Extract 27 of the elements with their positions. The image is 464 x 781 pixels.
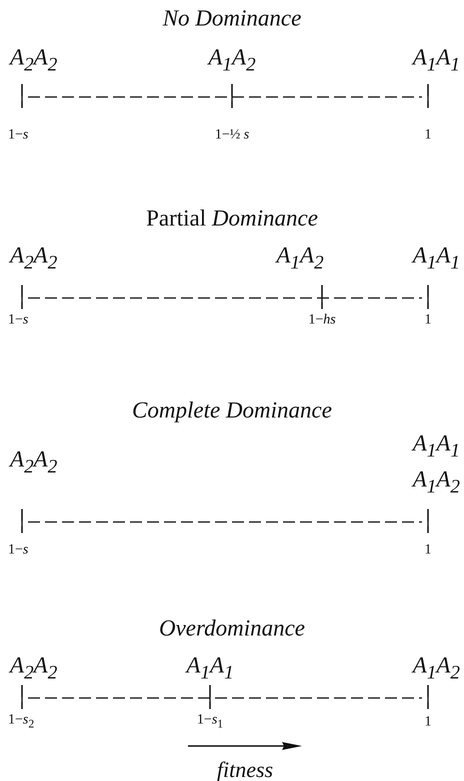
genotype-label: A$_{1}$A$_{2}$ bbox=[208, 44, 256, 76]
fitness-value: 1 bbox=[424, 312, 432, 328]
fitness-value: 1−s$_{2}$ bbox=[8, 712, 34, 732]
genotype-label: A$_{1}$A$_{1}$ bbox=[186, 652, 234, 684]
genotype-label: A$_{1}$A$_{2}$ bbox=[412, 466, 460, 498]
genotype-label: A$_{2}$A$_{2}$ bbox=[10, 242, 58, 274]
fitness-value: 1−½ s bbox=[214, 127, 250, 143]
fitness-value: 1−s bbox=[8, 542, 28, 558]
genotype-label: A$_{2}$A$_{2}$ bbox=[10, 652, 58, 684]
genotype-label: A$_{1}$A$_{2}$ bbox=[276, 242, 324, 274]
genotype-label: A$_{1}$A$_{1}$ bbox=[412, 242, 460, 274]
title: No Dominance bbox=[162, 5, 302, 31]
genotype-label: A$_{2}$A$_{2}$ bbox=[10, 44, 58, 76]
fitness-value: 1−s bbox=[8, 127, 28, 143]
fitness-value: 1−s bbox=[8, 312, 28, 328]
genotype-label: A$_{1}$A$_{2}$ bbox=[412, 652, 460, 684]
title: Complete Dominance bbox=[132, 397, 332, 423]
fitness-value: 1 bbox=[424, 714, 432, 730]
genotype-label: A$_{1}$A$_{1}$ bbox=[412, 44, 460, 76]
title: Overdominance bbox=[158, 615, 306, 641]
genotype-label: A$_{2}$A$_{2}$ bbox=[10, 446, 58, 478]
fitness-value: 1 bbox=[424, 127, 432, 143]
fitness-value: 1 bbox=[424, 542, 432, 558]
genotype-label: A$_{1}$A$_{1}$ bbox=[412, 430, 460, 462]
title: Partial Dominance bbox=[146, 205, 318, 231]
fitness-value: 1−s$_{1}$ bbox=[196, 712, 224, 732]
fitness-value: 1−hs bbox=[308, 312, 336, 328]
